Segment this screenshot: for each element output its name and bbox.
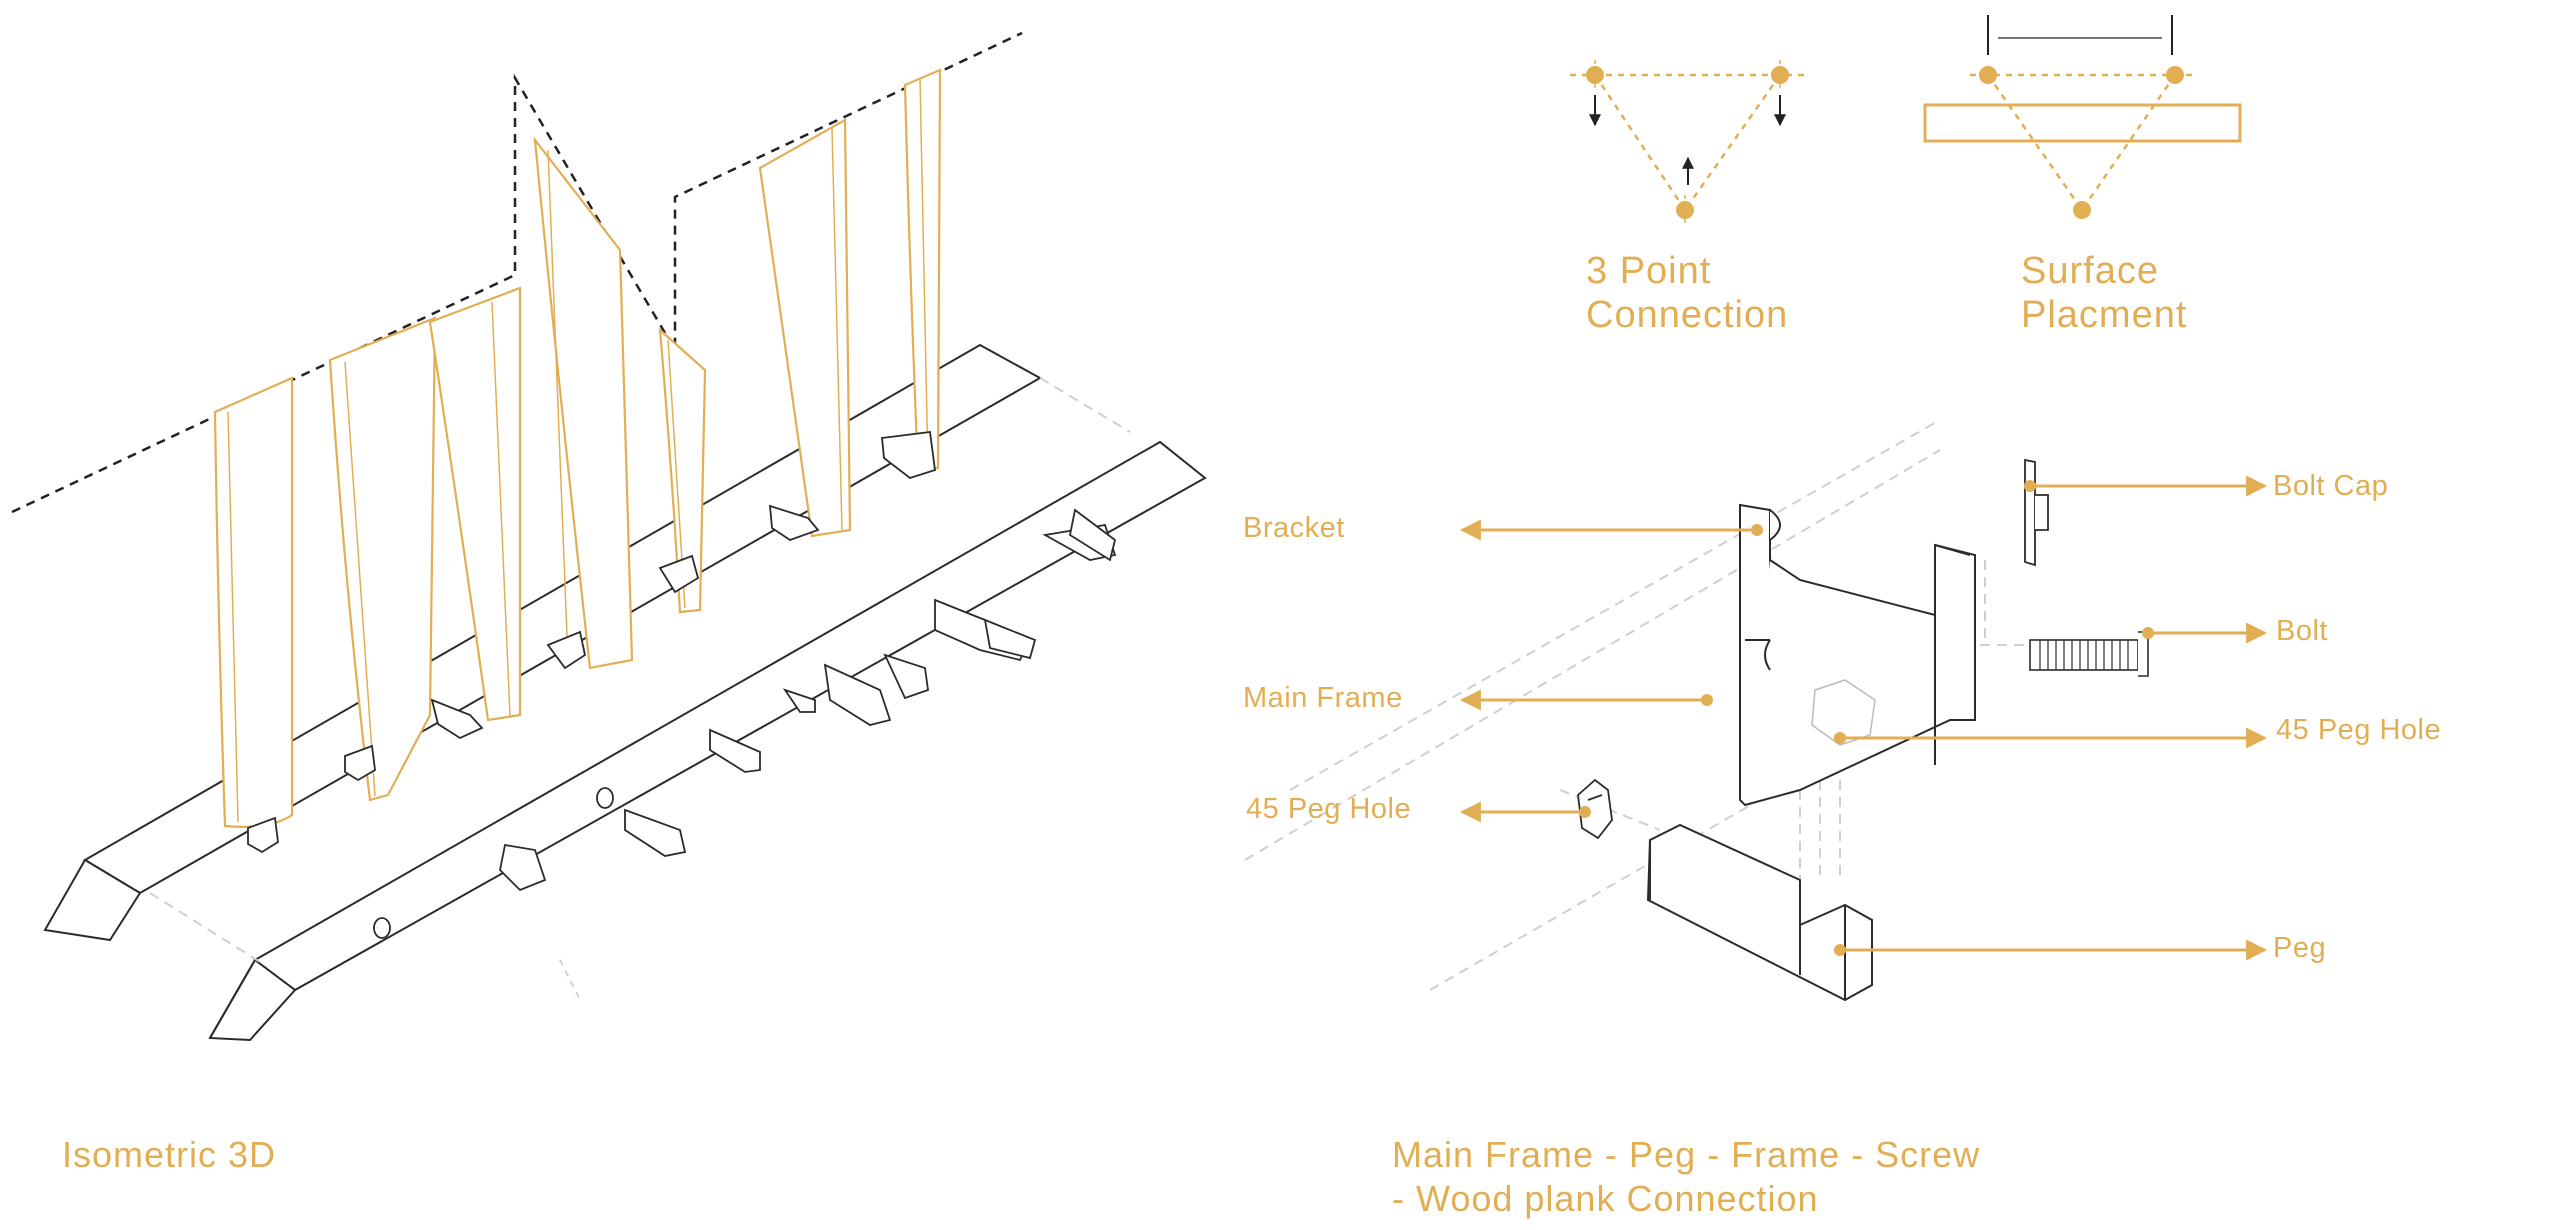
connection-caption-line1: Main Frame - Peg - Frame - Screw xyxy=(1392,1134,1981,1175)
isometric-fence-illustration xyxy=(11,31,1207,1042)
surface-title-line2: Placment xyxy=(2021,294,2188,336)
plank-top-silhouette xyxy=(11,31,1023,514)
front-rail-guide xyxy=(149,892,261,963)
three-point-title-line1: 3 Point xyxy=(1586,250,1712,292)
main-frame-label: Main Frame xyxy=(1243,682,1403,714)
bolt-part xyxy=(2029,631,2149,677)
connection-caption-line2: - Wood plank Connection xyxy=(1392,1178,1819,1219)
front-rail xyxy=(208,440,1207,1042)
peg-hole-socket xyxy=(1811,679,1876,746)
main-frame-part xyxy=(1739,503,1976,807)
surface-point-bottom xyxy=(2073,201,2091,219)
connection-point-left xyxy=(1586,66,1604,84)
small-peg-part xyxy=(1577,778,1613,840)
bracket-label: Bracket xyxy=(1243,512,1345,544)
peg-label: Peg xyxy=(2273,932,2327,964)
front-rail-parts xyxy=(499,508,1117,892)
rail-holes xyxy=(373,787,614,939)
surface-point-right xyxy=(2166,66,2184,84)
connection-point-bottom xyxy=(1676,201,1694,219)
peg-bar-part xyxy=(1646,823,1873,1002)
wood-planks xyxy=(213,68,942,828)
plank-1 xyxy=(213,376,294,828)
isometric-caption: Isometric 3D xyxy=(62,1134,277,1175)
peg-hole-right-label: 45 Peg Hole xyxy=(2276,714,2442,746)
connection-point-right xyxy=(1771,66,1789,84)
plank-3 xyxy=(428,286,522,722)
plank-2 xyxy=(328,316,437,802)
bolt-label: Bolt xyxy=(2276,615,2328,647)
surface-board xyxy=(1923,103,2242,143)
back-rail-guide xyxy=(1039,377,1131,433)
three-point-connection-scheme xyxy=(1570,60,1810,225)
surface-title-line1: Surface xyxy=(2021,250,2159,292)
bolt-cap-label: Bolt Cap xyxy=(2273,470,2389,502)
rail-brackets xyxy=(247,430,936,854)
three-point-title-line2: Connection xyxy=(1586,294,1789,336)
plank-4 xyxy=(533,136,634,670)
surface-placement-scheme xyxy=(1923,15,2242,219)
peg-hole-left-label: 45 Peg Hole xyxy=(1246,793,1412,825)
exploded-connection-illustration xyxy=(1244,419,2268,1002)
surface-point-left xyxy=(1979,66,1997,84)
bolt-cap-part xyxy=(2024,458,2049,567)
